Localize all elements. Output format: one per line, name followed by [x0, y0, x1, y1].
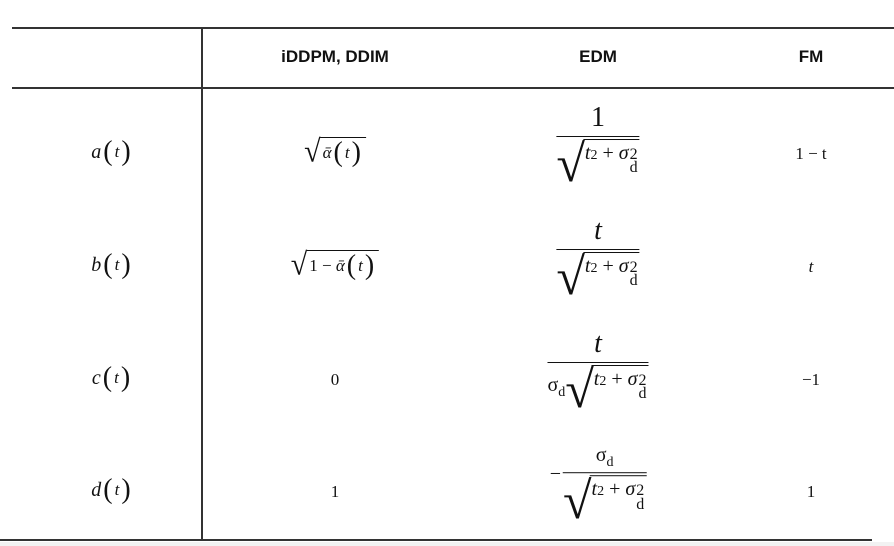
fm-value: −1	[801, 370, 821, 389]
row-label: c(t)	[91, 362, 131, 393]
numerator: t	[594, 328, 602, 360]
fraction-bar	[563, 472, 647, 474]
iddpm-sqrt: √ᾱ(t)	[304, 134, 366, 169]
header-edm: EDM	[579, 47, 617, 66]
iddpm-value: 0	[330, 370, 340, 389]
radical-sign: √	[304, 134, 321, 169]
fraction-bar	[556, 135, 640, 137]
row-label: a(t)	[91, 136, 131, 167]
radical-sign: √	[563, 472, 592, 530]
top-rule	[12, 27, 894, 29]
fraction-bar	[556, 248, 640, 250]
fm-value: 1 − t	[795, 144, 827, 163]
fraction-bar	[547, 361, 649, 363]
radical-sign: √	[565, 362, 594, 420]
iddpm-value: 1	[330, 482, 340, 501]
radical-sign: √	[290, 247, 308, 282]
column-divider	[201, 28, 203, 540]
header-fm: FM	[798, 47, 824, 66]
fm-value: t	[808, 257, 814, 276]
radical-sign: √	[556, 136, 585, 194]
footer-strip	[0, 542, 894, 546]
row-label: d(t)	[91, 474, 131, 505]
header-iddpm: iDDPM, DDIM	[281, 47, 389, 66]
row-label: b(t)	[91, 249, 131, 280]
iddpm-sqrt: √1 − ᾱ(t)	[290, 247, 380, 282]
numerator: t	[594, 215, 602, 247]
numerator: 1	[590, 102, 605, 134]
numerator: σd	[595, 444, 614, 471]
bottom-rule	[0, 539, 872, 541]
fm-value: 1	[806, 482, 816, 501]
header-rule	[12, 87, 894, 89]
radical-sign: √	[556, 249, 585, 307]
